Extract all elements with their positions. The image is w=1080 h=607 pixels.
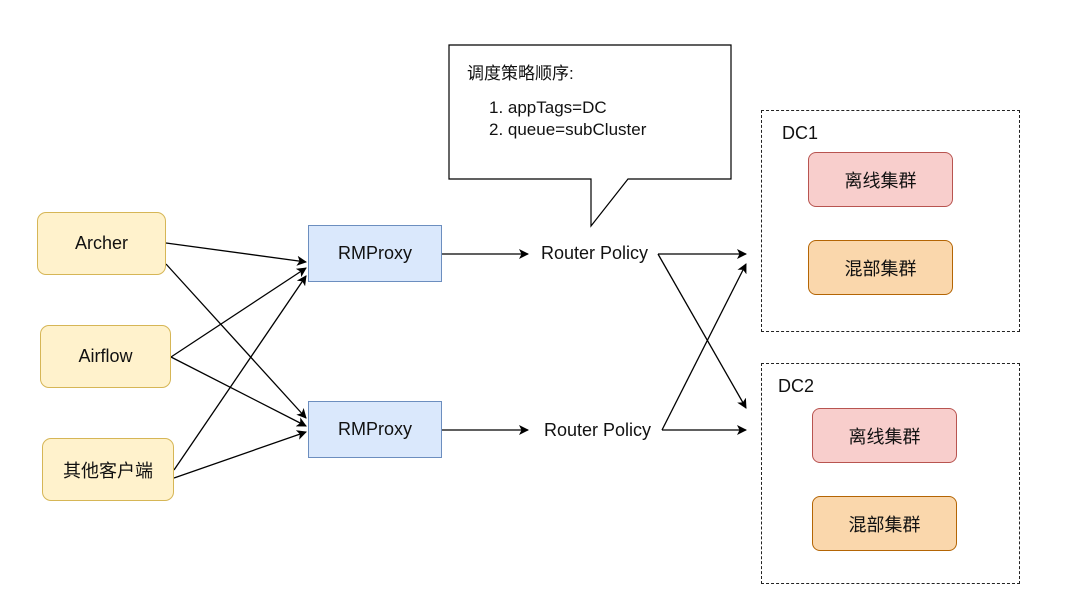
dc1-frame [761, 110, 1020, 332]
dc2-mixed-label: 混部集群 [848, 514, 921, 535]
dc1-offline-cluster: 离线集群 [808, 152, 953, 207]
client-other-label: 其他客户端 [63, 460, 153, 481]
dc1-mixed-cluster: 混部集群 [808, 240, 953, 295]
edge-archer-to-proxy-bottom [165, 263, 307, 419]
proxy-bottom: RMProxy [308, 401, 442, 458]
dc1-title: DC1 [782, 123, 819, 143]
policy-top-label: Router Policy [541, 243, 649, 263]
client-archer-label: Archer [74, 233, 128, 253]
edge-archer-to-proxy-top [165, 242, 307, 266]
edge-airflow-to-proxy-top [170, 267, 307, 358]
proxy-bottom-label: RMProxy [337, 419, 412, 439]
edge-other-to-proxy-top [173, 275, 307, 471]
dc2-mixed-cluster: 混部集群 [812, 496, 957, 551]
edge-policy-top-to-dc2 [657, 253, 747, 409]
callout-title: 调度策略顺序: [467, 64, 574, 83]
dc1-offline-label: 离线集群 [844, 170, 917, 191]
proxy-top: RMProxy [308, 225, 442, 282]
dc2-offline-label: 离线集群 [848, 426, 921, 447]
edge-airflow-to-proxy-bottom [170, 356, 307, 427]
callout-item-1: 1. appTags=DC [489, 98, 607, 117]
client-other: 其他客户端 [42, 438, 174, 501]
policy-bottom-label: Router Policy [544, 420, 652, 440]
proxy-top-label: RMProxy [337, 243, 412, 263]
client-archer: Archer [37, 212, 166, 275]
callout-bubble [448, 44, 732, 228]
edge-policy-bottom-to-dc1 [661, 263, 747, 431]
client-airflow: Airflow [40, 325, 171, 388]
edge-other-to-proxy-bottom [173, 430, 307, 479]
dc2-title: DC2 [778, 376, 815, 396]
dc2-frame [761, 363, 1020, 584]
dc2-offline-cluster: 离线集群 [812, 408, 957, 463]
client-airflow-label: Airflow [78, 346, 133, 366]
callout-item-2: 2. queue=subCluster [489, 120, 647, 139]
callout: 调度策略顺序: 1. appTags=DC 2. queue=subCluste… [467, 63, 646, 141]
dc1-mixed-label: 混部集群 [844, 258, 917, 279]
